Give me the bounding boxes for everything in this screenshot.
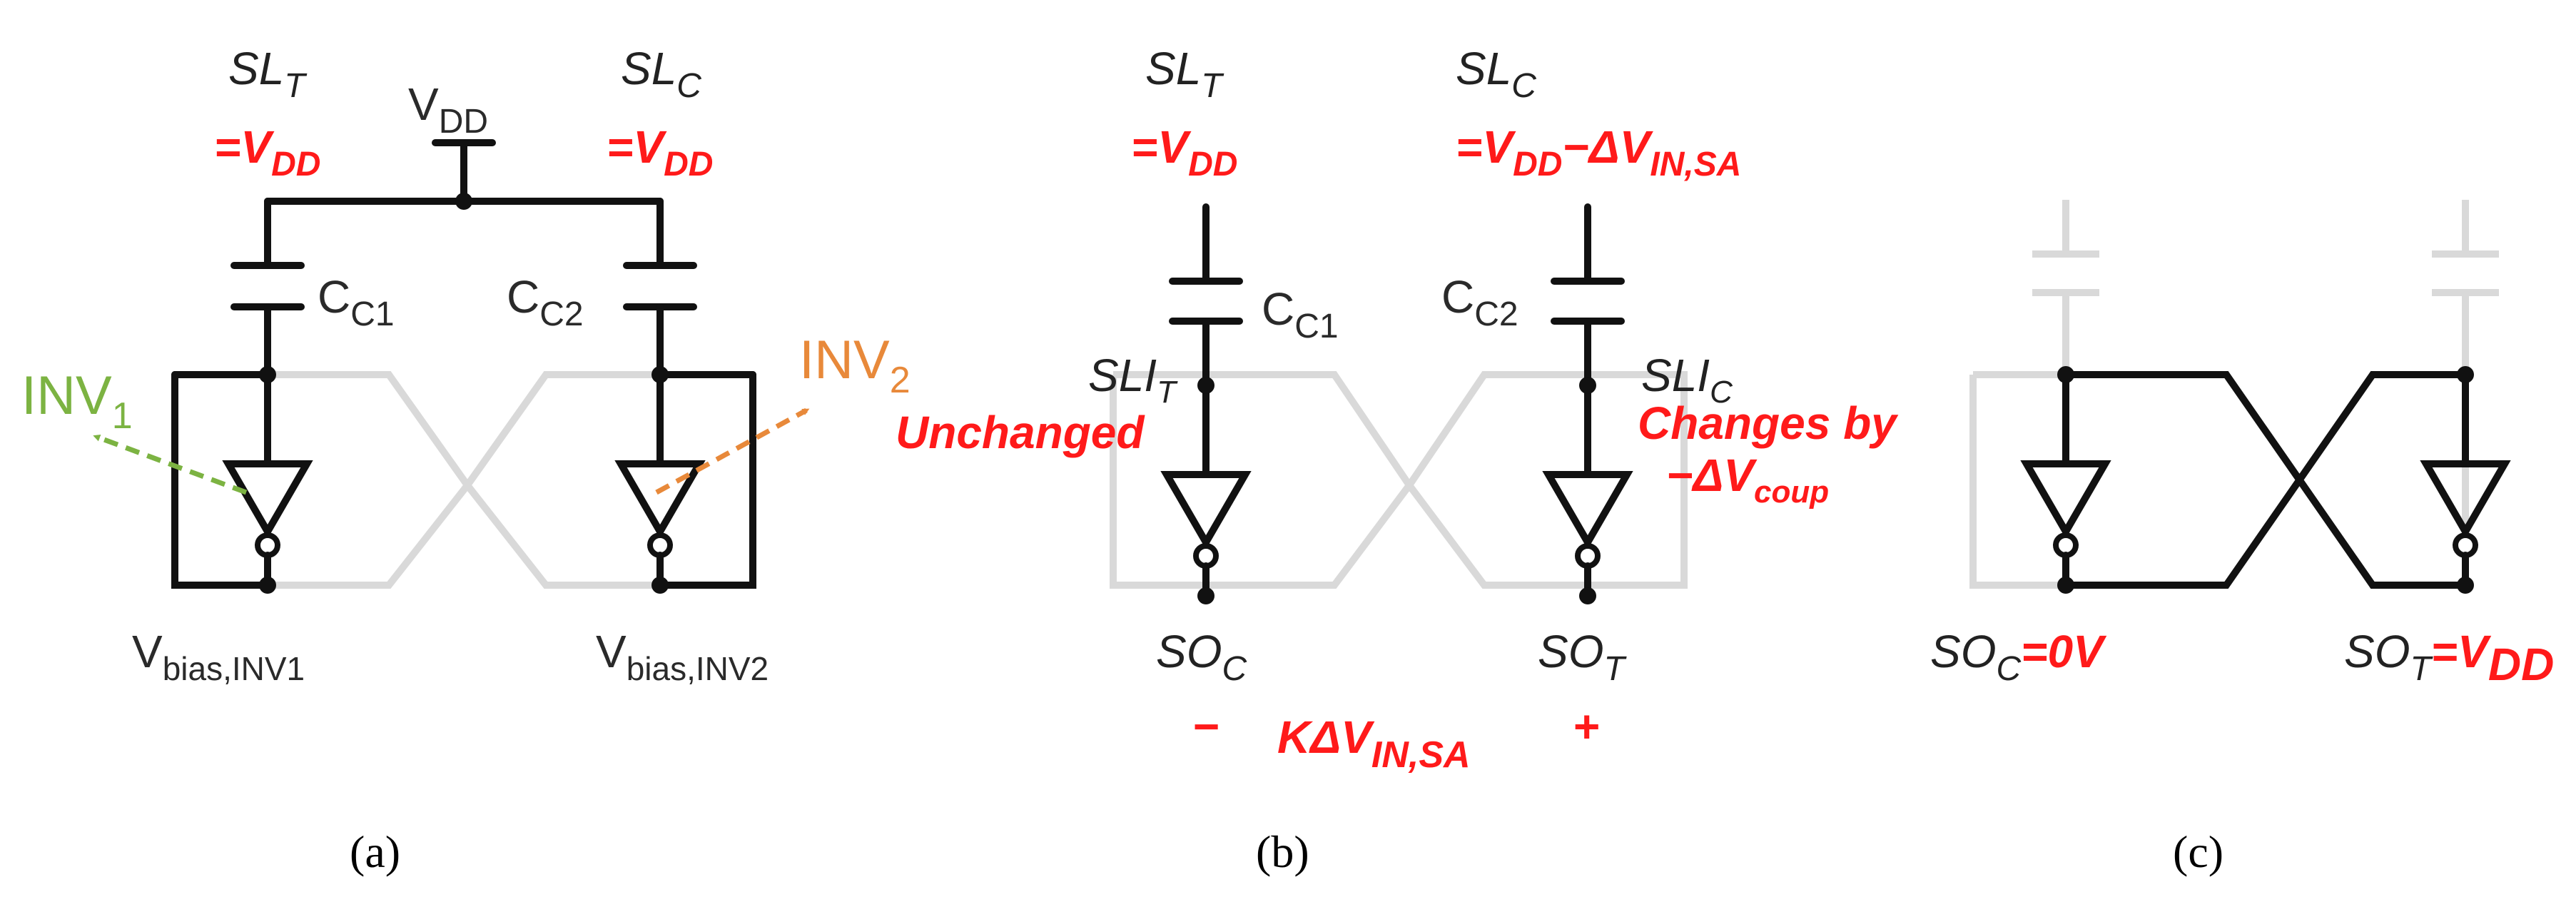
label-k-dv-in-sa: KΔVIN,SA	[1277, 711, 1471, 776]
label-so-c-c: SOC=0V	[1930, 626, 2107, 688]
label-minus: −	[1193, 701, 1219, 752]
vdd-bus-a	[264, 139, 664, 266]
caption-a: (a)	[350, 826, 400, 877]
panel-b: SLT =VDD SLC =VDD−ΔVIN,SA CC1 CC2 SLIT S…	[896, 43, 1899, 877]
ghost-latch-a	[275, 371, 660, 589]
label-changes-by: Changes by	[1638, 397, 1899, 449]
label-sl-t-b: SLT	[1145, 43, 1224, 105]
label-sl-t-a: SLT	[228, 43, 308, 105]
label-sl-t-val-a: =VDD	[214, 121, 320, 183]
label-cc1-b: CC1	[1262, 283, 1339, 345]
label-inv1: INV1	[21, 365, 133, 437]
label-cc2-b: CC2	[1441, 271, 1518, 333]
latch-c	[2020, 366, 2511, 594]
label-sl-t-val-b: =VDD	[1131, 121, 1237, 183]
capacitor-cc2-a	[623, 262, 697, 378]
label-vbias-inv2: Vbias,INV2	[596, 626, 769, 687]
inv2-arrow	[655, 407, 810, 495]
inverter-1-a	[171, 366, 313, 594]
left-branch-b	[1160, 203, 1252, 604]
label-so-t-b: SOT	[1538, 626, 1627, 688]
panel-a: SLT =VDD VDD SLC =VDD CC1 CC2 INV1 INV2 …	[21, 43, 911, 877]
inverter-2-a	[614, 366, 756, 594]
label-sl-c-val-b: =VDD−ΔVIN,SA	[1456, 121, 1741, 183]
inv1-arrow	[93, 434, 248, 495]
capacitor-cc1-a	[230, 262, 305, 378]
label-unchanged: Unchanged	[896, 407, 1145, 458]
label-sl-c-val-a: =VDD	[607, 121, 713, 183]
caption-c: (c)	[2173, 826, 2223, 877]
label-dv-coup: −ΔVcoup	[1666, 450, 1829, 510]
label-so-t-c: SOT=VDD	[2344, 626, 2554, 690]
label-sli-t-b: SLIT	[1088, 350, 1178, 410]
caption-b: (b)	[1256, 826, 1309, 877]
panel-c: SOC=0V SOT=VDD (c)	[1930, 200, 2554, 877]
right-branch-b	[1542, 203, 1633, 604]
label-vdd-a: VDD	[408, 78, 488, 141]
label-vbias-inv1: Vbias,INV1	[132, 626, 305, 687]
label-cc1-a: CC1	[318, 271, 395, 333]
label-sl-c-b: SLC	[1456, 43, 1536, 105]
label-plus: +	[1573, 701, 1600, 752]
label-inv2: INV2	[799, 330, 911, 401]
label-so-c-b: SOC	[1156, 626, 1247, 688]
ghost-latch-b	[1110, 371, 1688, 589]
label-sli-c-b: SLIC	[1641, 350, 1733, 410]
label-cc2-a: CC2	[507, 271, 584, 333]
label-sl-c-a: SLC	[621, 43, 701, 105]
